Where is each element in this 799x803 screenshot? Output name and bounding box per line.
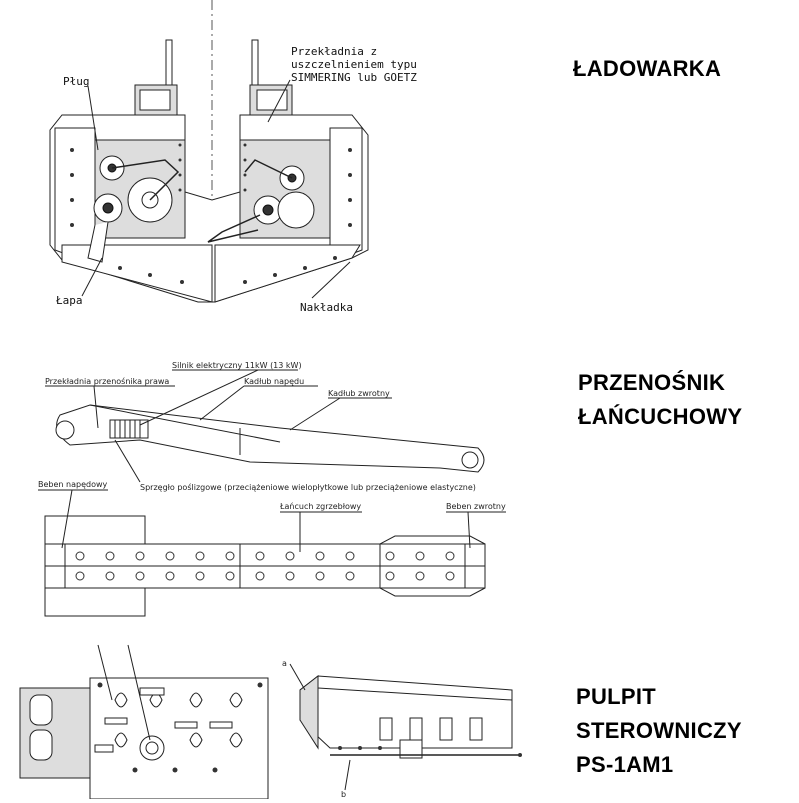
heading-conveyor-line1: PRZENOŚNIK <box>578 370 726 395</box>
conveyor-top-view <box>38 489 506 617</box>
label-drive-hub: Kadłub napędu <box>244 377 304 386</box>
label-clutch: Sprzęgło poślizgowe (przeciążeniowe wiel… <box>140 482 476 492</box>
label-motor: Silnik elektryczny 11kW (13 kW) <box>172 361 302 370</box>
heading-conveyor-line2: ŁAŃCUCHOWY <box>578 404 743 429</box>
label-panel-b: b <box>341 790 346 799</box>
label-scraper-chain: Łańcuch zgrzebłowy <box>279 502 361 511</box>
heading-loader-text: ŁADOWARKA <box>573 56 722 81</box>
label-panel-a: a <box>282 659 287 668</box>
label-plough: Pług <box>63 75 90 88</box>
heading-panel-line1: PULPIT <box>576 684 657 709</box>
label-return-hub: Kadłub zwrotny <box>328 389 390 398</box>
heading-panel-line3: PS-1AM1 <box>576 752 674 777</box>
heading-panel: PULPIT STEROWNICZY PS-1AM1 <box>576 680 742 782</box>
label-paw: Łapa <box>55 294 83 307</box>
heading-panel-line2: STEROWNICZY <box>576 718 742 743</box>
label-gear-line2: uszczelnieniem typu <box>291 58 417 71</box>
heading-conveyor: PRZENOŚNIK ŁAŃCUCHOWY <box>578 366 742 434</box>
label-gear-line3: SIMMERING lub GOETZ <box>291 71 417 84</box>
panel-side-view <box>289 663 522 791</box>
label-drive-drum: Beben napędowy <box>38 480 108 489</box>
conveyor-side-view <box>45 369 485 483</box>
label-return-drum: Beben zwrotny <box>446 502 506 511</box>
label-gear-line1: Przekładnia z <box>291 45 377 58</box>
loader-drawing <box>49 0 369 303</box>
heading-loader: ŁADOWARKA <box>573 52 721 86</box>
label-conveyor-gear: Przekładnia przenośnika prawa <box>45 376 169 386</box>
panel-front-view <box>19 644 269 800</box>
label-overlay: Nakładka <box>300 301 353 314</box>
